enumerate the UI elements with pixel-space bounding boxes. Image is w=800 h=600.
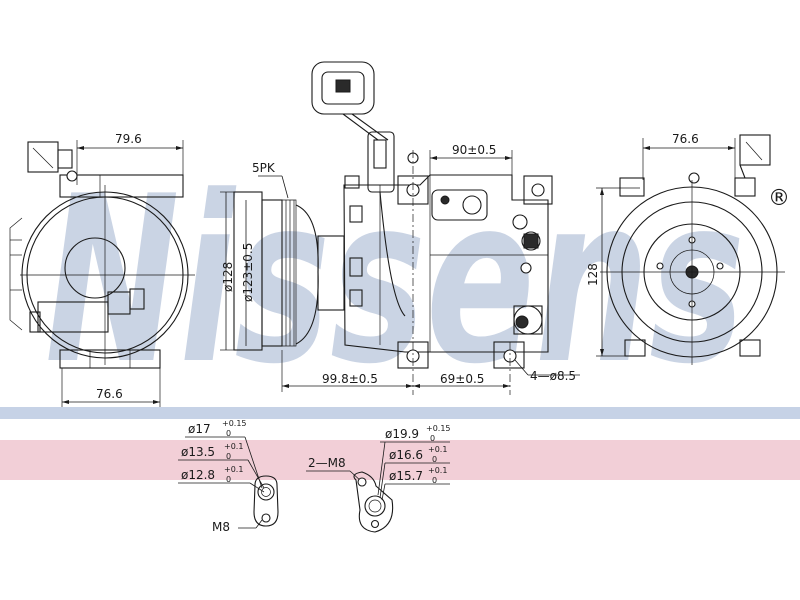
left-bottom-width-label: 76.6 — [96, 387, 123, 401]
svg-text:0: 0 — [226, 475, 231, 484]
svg-text:0: 0 — [432, 455, 437, 464]
watermark-logo: Nissens — [45, 148, 745, 415]
registered-mark: ® — [768, 186, 790, 211]
port-left-d1: ø17 — [188, 422, 211, 436]
svg-text:0: 0 — [226, 429, 231, 438]
svg-text:0: 0 — [432, 476, 437, 485]
svg-text:+0.15: +0.15 — [426, 424, 451, 433]
left-view: 79.6 76.6 — [9, 132, 195, 407]
middle-view: 5PK ø128 ø123±0.5 90±0.5 99.8±0.5 69±0.5… — [220, 61, 580, 395]
port-left-d3: ø12.8 — [181, 468, 215, 482]
port-right-d2: ø16.6 — [389, 448, 423, 462]
left-width-label: 79.6 — [115, 132, 142, 146]
svg-text:+0.1: +0.1 — [224, 465, 243, 474]
right-view: 76.6 128 — [586, 132, 785, 365]
pulley-grooves-label: 5PK — [252, 161, 276, 175]
port-right-thread: 2—M8 — [308, 456, 346, 470]
port-right-d3: ø15.7 — [389, 469, 423, 483]
port-left-thread: M8 — [212, 520, 230, 534]
pink-band — [0, 440, 800, 480]
port-detail-right: ø19.9 +0.15 0 ø16.6 +0.1 0 ø15.7 +0.1 0 … — [306, 424, 451, 533]
port-left-d2: ø13.5 — [181, 445, 215, 459]
outer-diameter-label: ø128 — [221, 262, 235, 292]
svg-text:+0.1: +0.1 — [224, 442, 243, 451]
bottom-left-distance-label: 99.8±0.5 — [322, 372, 378, 386]
port-detail-left: ø17 +0.15 0 ø13.5 +0.1 0 ø12.8 +0.1 0 M8 — [178, 419, 279, 534]
svg-text:0: 0 — [430, 434, 435, 443]
port-right-d1: ø19.9 — [385, 427, 419, 441]
blue-band — [0, 407, 800, 419]
svg-text:+0.1: +0.1 — [428, 445, 447, 454]
svg-text:+0.15: +0.15 — [222, 419, 247, 428]
top-width-label: 90±0.5 — [452, 143, 496, 157]
svg-text:+0.1: +0.1 — [428, 466, 447, 475]
mount-holes-label: 4—ø8.5 — [530, 369, 576, 383]
right-width-label: 76.6 — [672, 132, 699, 146]
bottom-right-distance-label: 69±0.5 — [440, 372, 484, 386]
pulley-diameter-label: ø123±0.5 — [241, 243, 255, 302]
svg-text:0: 0 — [226, 452, 231, 461]
right-height-label: 128 — [586, 263, 600, 286]
